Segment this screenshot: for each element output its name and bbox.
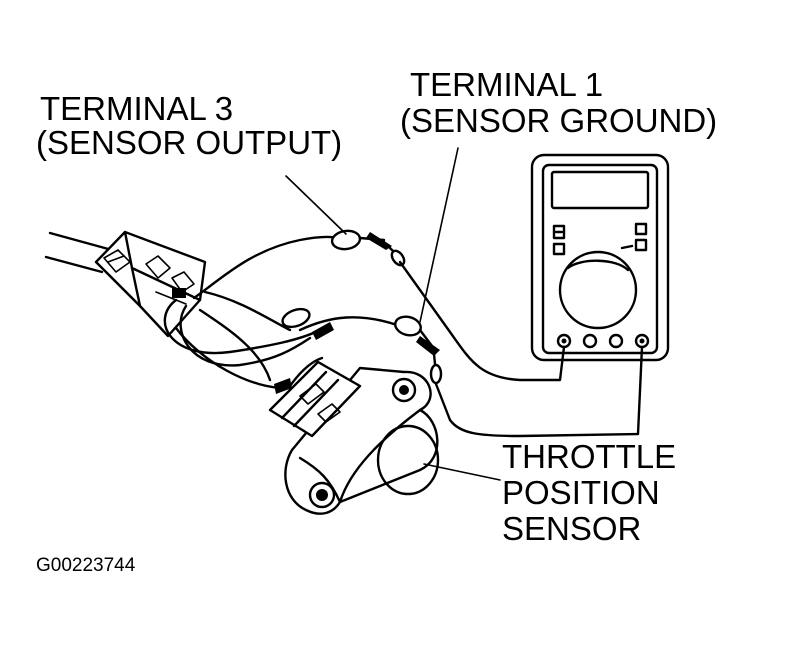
meter-jack-3: [608, 333, 624, 349]
terminal-1-description: (SENSOR GROUND): [400, 102, 718, 139]
wire-harness: [44, 231, 114, 274]
multimeter: [530, 153, 670, 362]
probe-clip-small: [274, 307, 334, 394]
sensor-label-line-3: SENSOR: [502, 510, 642, 547]
meter-dial: [558, 250, 638, 330]
terminal-3-description: (SENSOR OUTPUT): [36, 124, 343, 161]
harness-connector: [94, 230, 207, 338]
meter-jack-2: [582, 333, 598, 349]
throttle-position-sensor: [268, 360, 440, 515]
sensor-label-line-2: POSITION: [502, 474, 660, 511]
meter-leads: [398, 260, 644, 438]
figure-id: G00223744: [36, 555, 136, 576]
meter-display: [550, 170, 650, 210]
probe-clip-terminal-1: [394, 315, 443, 385]
sensor-label-line-1: THROTTLE: [502, 438, 677, 475]
probe-clip-terminal-3: [330, 229, 406, 267]
terminal-1-title: TERMINAL 1: [410, 66, 604, 103]
leader-lines: [285, 147, 501, 481]
terminal-3-title: TERMINAL 3: [40, 90, 234, 127]
